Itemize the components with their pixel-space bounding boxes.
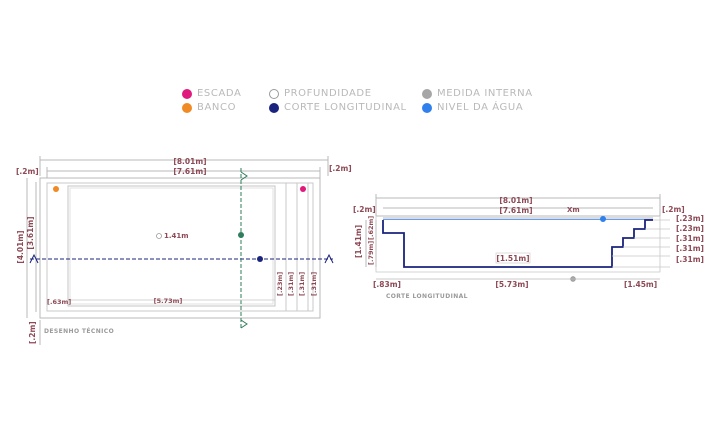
section-riser-3: [.31m] [676, 234, 704, 243]
banco-dot-icon [182, 102, 192, 113]
corte-dot-icon [269, 102, 279, 113]
escada-dot-icon [182, 88, 192, 99]
legend-item-medida: MEDIDA INTERNA [422, 88, 533, 99]
plan-step-a: [.23m] [276, 272, 284, 296]
medida-dot-icon [422, 88, 432, 99]
plan-depth-marker-icon [156, 233, 162, 239]
plan-bench-depth: [.63m] [47, 298, 71, 306]
section-riser-2: [.23m] [676, 224, 704, 233]
corte-marker-icon [257, 256, 263, 262]
plan-right-border: [.2m] [329, 164, 352, 173]
legend-label-banco: BANCO [197, 102, 237, 113]
section-riser-1: [.23m] [676, 214, 704, 223]
section-depth-total: [1.41m] [354, 225, 363, 258]
profundidade-dot-icon [269, 88, 279, 99]
legend-label-medida: MEDIDA INTERNA [437, 88, 533, 99]
section-inner-length: [7.61m] [499, 206, 532, 215]
banco-marker-icon [53, 186, 59, 192]
plan-bottom-border: [.2m] [28, 321, 37, 344]
plan-inner-width: [3.61m] [26, 216, 35, 249]
section-outer-wall [375, 216, 661, 273]
section-stair-length: [1.45m] [624, 280, 657, 289]
plan-inner-edge [46, 182, 314, 312]
transversal-top-arrow-icon [240, 171, 248, 181]
plan-floor-length: [5.73m] [154, 297, 183, 305]
legend: ESCADA PROFUNDIDADE MEDIDA INTERNA BANCO… [180, 88, 560, 118]
plan-caption: DESENHO TÉCNICO [44, 327, 114, 335]
legend-item-escada: ESCADA [182, 88, 241, 99]
corte-left-arrow-icon [29, 253, 39, 264]
plan-inner-length: [7.61m] [173, 167, 206, 176]
section-left-floor-offset: [.83m] [373, 280, 401, 289]
plan-step-b: [.31m] [287, 272, 295, 296]
plan-depth-mark: 1.41m [164, 232, 189, 240]
legend-label-escada: ESCADA [197, 88, 242, 99]
plan-outer-edge [39, 177, 321, 319]
plan-left-border: [.2m] [16, 167, 39, 176]
legend-label-profundidade: PROFUNDIDADE [284, 88, 372, 99]
legend-label-corte: CORTE LONGITUDINAL [284, 102, 407, 113]
plan-step-c: [.31m] [298, 272, 306, 296]
legend-item-banco: BANCO [182, 102, 236, 113]
escada-marker-icon [300, 186, 306, 192]
legend-item-corte: CORTE LONGITUDINAL [269, 102, 407, 113]
legend-item-nivel: NIVEL DA ÁGUA [422, 102, 523, 113]
plan-total-width: [4.01m] [16, 230, 25, 263]
section-right-border: [.2m] [662, 205, 685, 214]
nivel-dot-icon [422, 102, 432, 113]
section-depth-lower: [.79m] [367, 241, 375, 265]
transversal-marker-icon [238, 232, 244, 238]
section-floor-length: [5.73m] [495, 280, 528, 289]
plan-step-d: [.31m] [310, 272, 318, 296]
section-riser-5: [.31m] [676, 255, 704, 264]
legend-label-nivel: NIVEL DA ÁGUA [437, 102, 524, 113]
section-floor-depth-box [495, 252, 531, 264]
section-riser-4: [.31m] [676, 244, 704, 253]
section-total-length: [8.01m] [499, 196, 532, 205]
section-caption: CORTE LONGITUDINAL [386, 293, 468, 300]
nivel-agua-marker-icon [600, 216, 606, 222]
section-floor-depth: [1.51m] [496, 254, 529, 263]
section-left-border: [.2m] [353, 205, 376, 214]
section-view: [8.01m] [7.61m] [.2m] [.2m] Xm [1.41m] [… [353, 194, 704, 300]
plan-pool-floor [67, 185, 276, 307]
section-water-mark: Xm [567, 206, 580, 214]
corte-right-arrow-icon [324, 253, 334, 264]
transversal-bottom-arrow-icon [240, 319, 248, 329]
legend-item-profundidade: PROFUNDIDADE [269, 88, 372, 99]
plan-total-length: [8.01m] [173, 157, 206, 166]
section-depth-upper: [.62m] [367, 216, 375, 240]
plan-view: [8.01m] [7.61m] [.2m] [.2m] [4.01m] [3.6… [16, 156, 352, 345]
